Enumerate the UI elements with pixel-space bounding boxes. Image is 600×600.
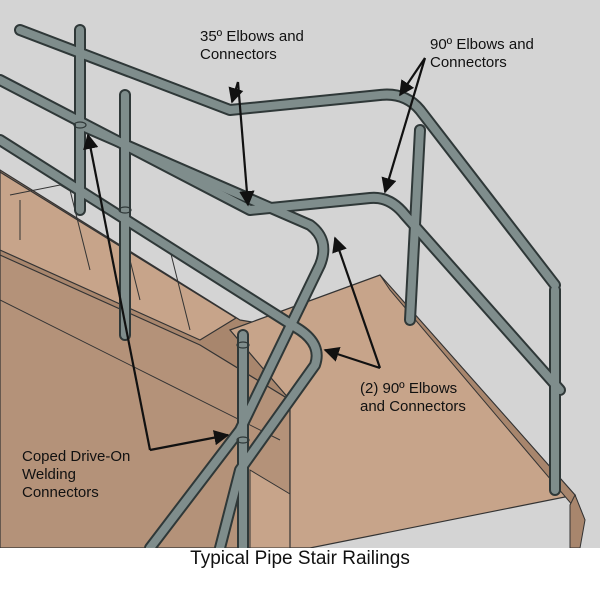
arrow-90-elbow-top [399,57,426,97]
callout-arrows [83,57,427,452]
label-35-elbows: 35º Elbows and Connectors [200,28,304,63]
figure-caption: Typical Pipe Stair Railings [190,548,410,569]
label-coped-connectors: Coped Drive-On Welding Connectors [22,448,131,501]
arrow-35-elbow-top [228,81,244,104]
arrow-coped-lower [149,430,230,452]
stair-flight [0,169,311,549]
pipe-railing [0,24,566,554]
label-90-elbows-pair: (2) 90º Elbows and Connectors [360,380,466,415]
arrow-90-elbow-mid [381,57,427,194]
label-90-elbows: 90º Elbows and Connectors [430,36,534,71]
arrow-pair-elbow-upper [332,236,382,369]
arrow-35-elbow-mid [236,81,255,207]
arrow-coped-upper [83,133,152,451]
arrow-pair-elbow-lower [323,346,381,370]
